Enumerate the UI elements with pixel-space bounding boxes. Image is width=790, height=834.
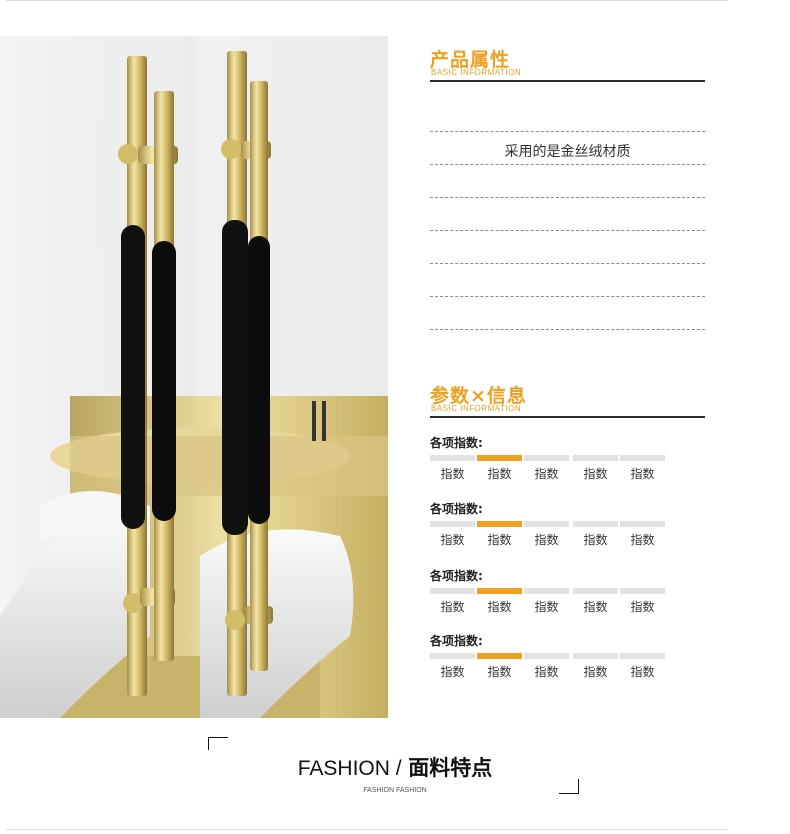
param-bar-segment (524, 653, 569, 659)
param-option-label: 指数 (534, 533, 559, 547)
info-divider (430, 296, 705, 297)
param-bar-segment (524, 588, 569, 594)
fashion-heading-cn: 面料特点 (408, 756, 493, 780)
param-option-label: 指数 (534, 665, 559, 679)
param-bar-segment (477, 521, 522, 527)
param-bar-segment (477, 588, 522, 594)
param-option-label: 指数 (487, 467, 512, 481)
param-option-label: 指数 (487, 600, 512, 614)
product-info-title: 产品属性 (430, 49, 511, 71)
param-bar-segment (573, 588, 618, 594)
param-bar-segment (620, 588, 665, 594)
param-bar-segment (430, 588, 475, 594)
param-bar-segment (524, 455, 569, 461)
product-info-subtitle: BASIC INFORMATION (431, 68, 522, 77)
param-option-label: 指数 (534, 467, 559, 481)
param-option-label: 指数 (440, 467, 465, 481)
param-bar-segment (430, 455, 475, 461)
params-title: 参数×信息 (430, 385, 527, 407)
info-divider (430, 230, 705, 231)
param-option-label: 指数 (487, 665, 512, 679)
info-divider (430, 263, 705, 264)
param-label: 各项指数: (430, 569, 483, 583)
param-label: 各项指数: (430, 436, 483, 450)
bottom-divider (6, 829, 728, 830)
params-rule (430, 416, 705, 418)
param-option-label: 指数 (630, 600, 655, 614)
param-bar-segment (430, 653, 475, 659)
params-subtitle: BASIC INFORMATION (431, 404, 522, 413)
param-option-label: 指数 (440, 600, 465, 614)
param-label: 各项指数: (430, 502, 483, 516)
param-option-label: 指数 (630, 467, 655, 481)
param-bar-segment (620, 455, 665, 461)
param-bar-segment (477, 455, 522, 461)
product-info-rule (430, 80, 705, 82)
fashion-subtitle: FASHION FASHION (363, 787, 427, 794)
param-bar-segment (573, 521, 618, 527)
param-option-label: 指数 (583, 533, 608, 547)
param-bar-segment (620, 521, 665, 527)
param-bar-segment (573, 653, 618, 659)
fashion-heading: FASHION / 面料特点 (0, 752, 790, 782)
info-divider (430, 164, 705, 165)
info-divider (430, 131, 705, 132)
top-divider (6, 0, 728, 1)
info-line-material: 采用的是金丝绒材质 (504, 144, 631, 160)
info-divider (430, 197, 705, 198)
corner-bracket-top-left (208, 737, 228, 750)
param-bar-segment (573, 455, 618, 461)
corner-bracket-bottom-right (559, 779, 579, 794)
param-option-label: 指数 (534, 600, 559, 614)
fashion-heading-en: FASHION / (297, 757, 402, 780)
param-option-label: 指数 (583, 600, 608, 614)
param-option-label: 指数 (630, 665, 655, 679)
param-bar-segment (524, 521, 569, 527)
param-option-label: 指数 (583, 467, 608, 481)
param-option-label: 指数 (487, 533, 512, 547)
param-option-label: 指数 (440, 533, 465, 547)
product-photo (0, 36, 388, 718)
param-label: 各项指数: (430, 634, 483, 648)
param-option-label: 指数 (630, 533, 655, 547)
param-bar-segment (620, 653, 665, 659)
param-option-label: 指数 (583, 665, 608, 679)
info-divider (430, 329, 705, 330)
param-bar-segment (430, 521, 475, 527)
param-option-label: 指数 (440, 665, 465, 679)
param-bar-segment (477, 653, 522, 659)
